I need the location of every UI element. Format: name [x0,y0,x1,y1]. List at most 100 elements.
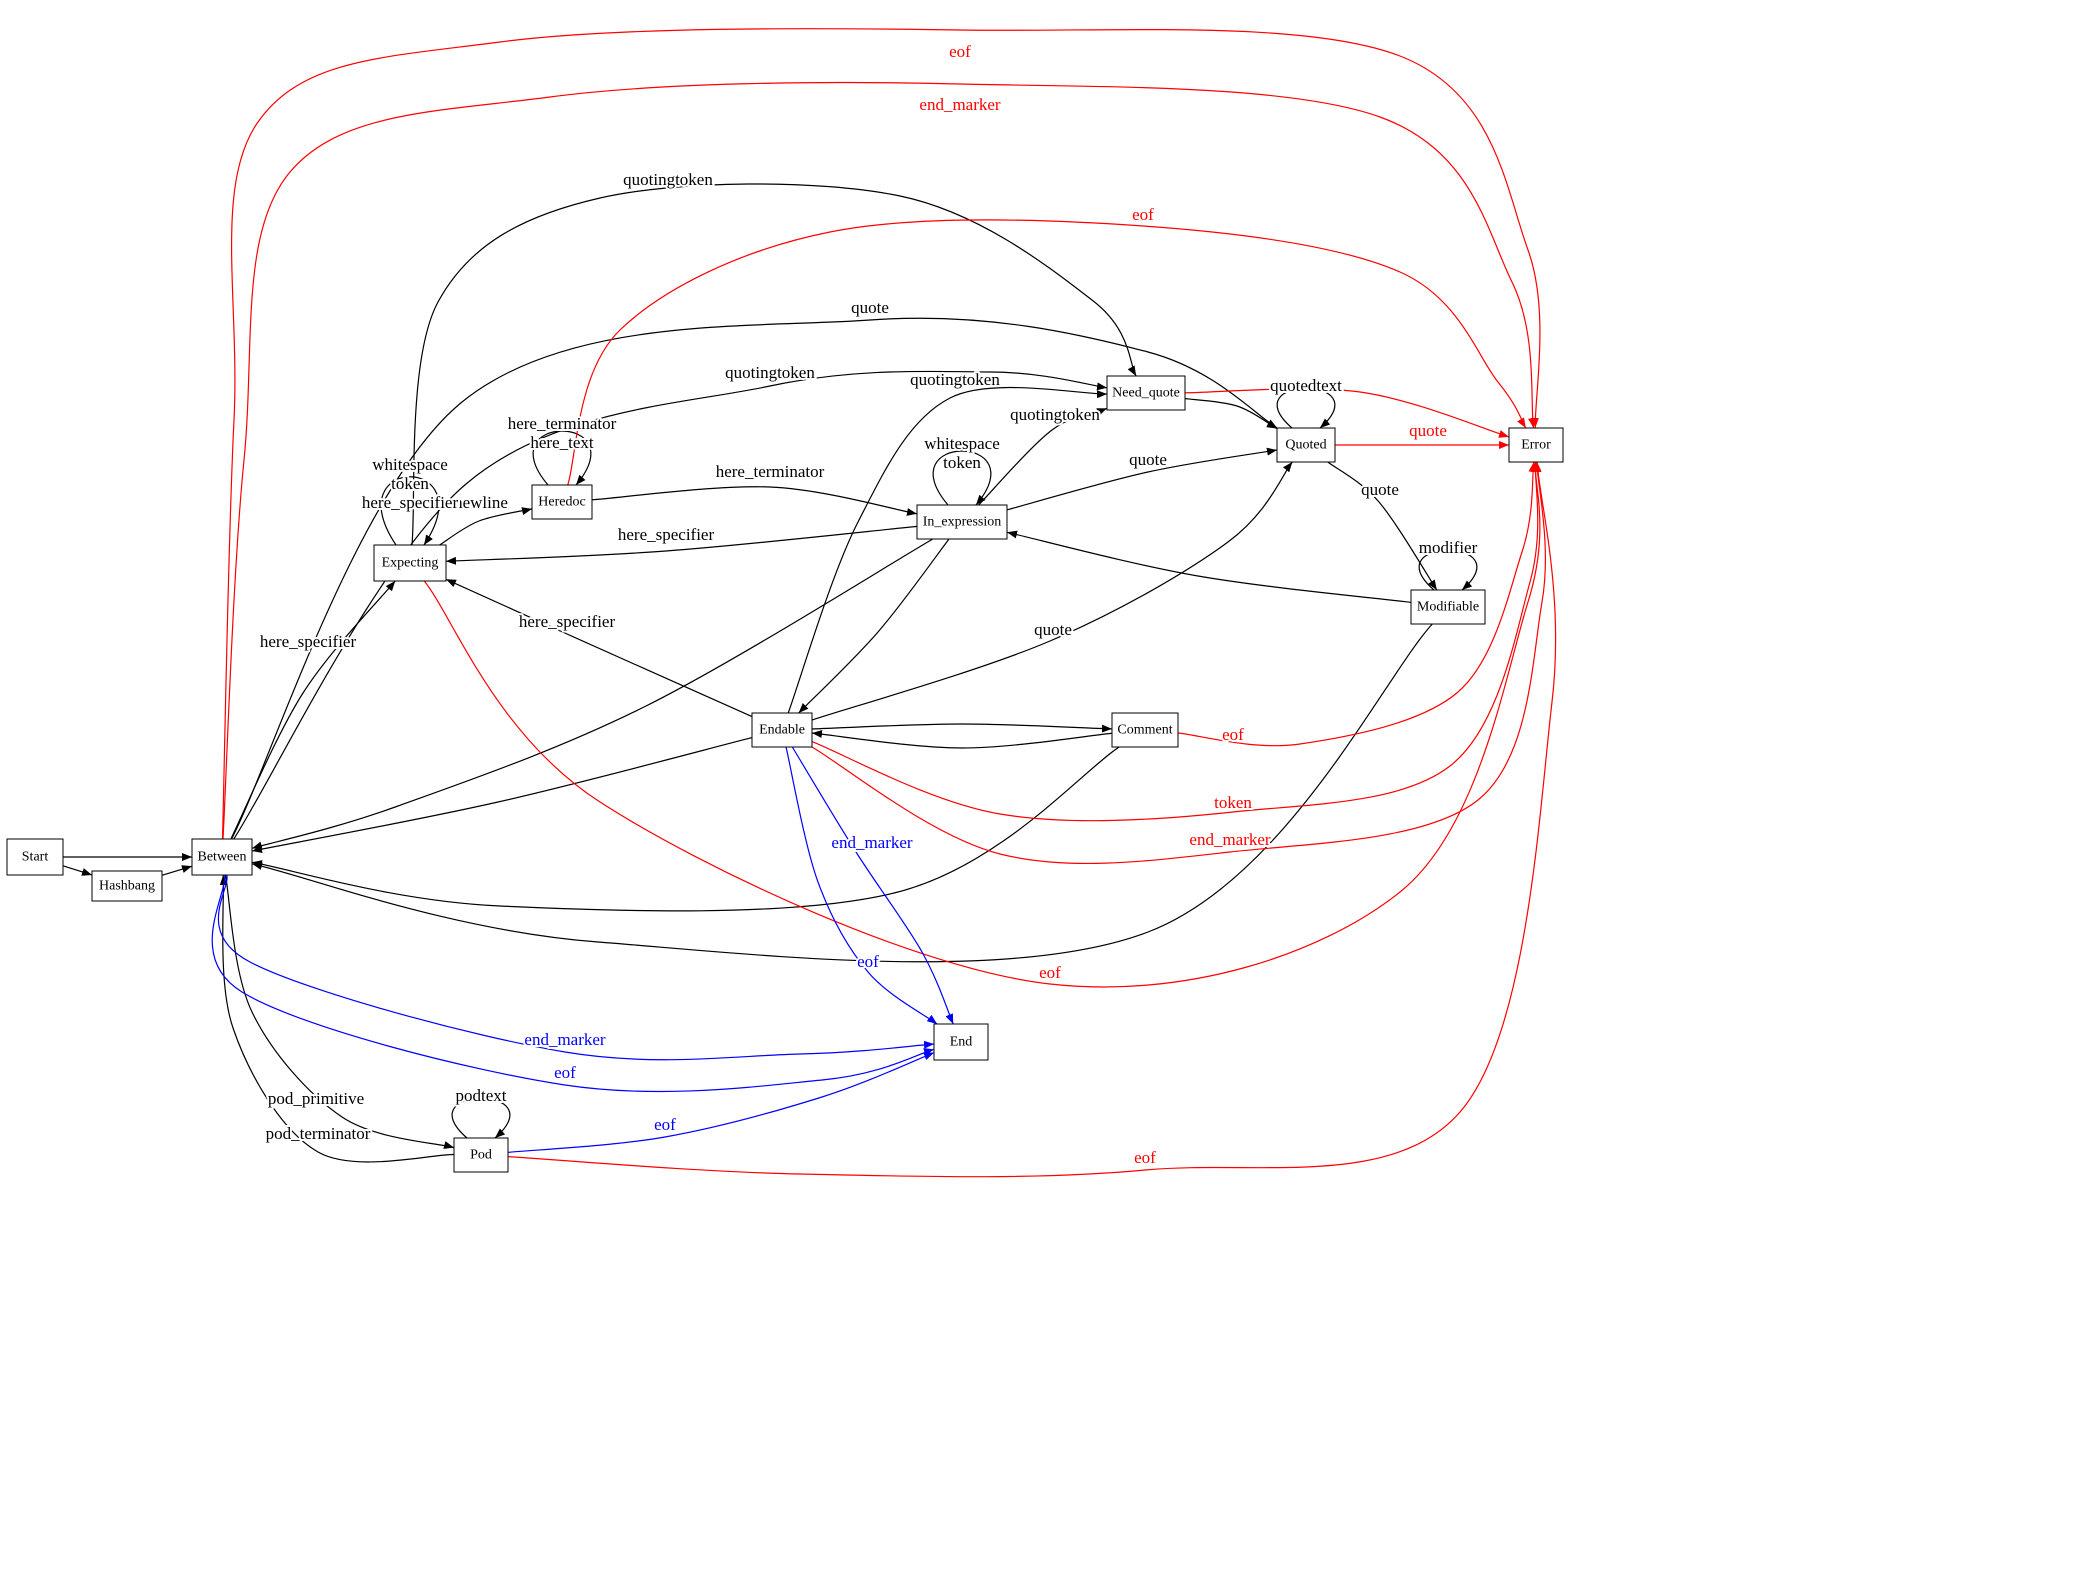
edge-label-In_expression-Quoted-quote: quote [1129,450,1167,469]
edge-label-Pod-Error-eof: eof [1134,1148,1156,1167]
node-Need_quote: Need_quote [1106,375,1186,411]
node-box-Pod [453,1137,509,1173]
node-Quoted: Quoted [1276,427,1336,463]
node-label-Endable: Endable [759,723,805,738]
edge-label-Quoted-Error-quote: quote [1409,421,1447,440]
edge-Endable-Error-token [811,461,1539,822]
edge-label-In_expression-self-whitespace: whitespace [924,434,1000,453]
edge-label-Endable-End-end_marker: end_marker [831,833,913,852]
node-Between: Between [191,838,253,876]
edge-Endable-Quoted-quote [811,461,1293,721]
edge-Hashbang-Between [161,865,193,876]
edge-label-Between-Error-eof: eof [949,42,971,61]
edge-label-Expecting-self-token: token [391,474,429,493]
edge-Endable-Need_quote-quotingtoken [787,386,1108,714]
edge-Expecting-self [380,476,440,546]
edge-Endable-End-end_marker [791,746,954,1025]
edge-label-Between-End-eof: eof [554,1063,576,1082]
edge-Comment-Between [251,746,1120,912]
node-label-Pod: Pod [470,1148,492,1163]
edge-label-Expecting-Need_quote-quotingtoken: quotingtoken [623,170,713,189]
edge-Expecting-Need_quote-quotingtoken [411,183,1137,546]
edge-label-Expecting-self-whitespace: whitespace [372,455,448,474]
node-box-Modifiable [1410,589,1486,625]
edges-layer [62,28,1557,1178]
edge-Between-End-end_marker [217,874,935,1061]
node-Comment: Comment [1111,712,1179,748]
edge-label-Heredoc-Error-eof: eof [1132,205,1154,224]
node-Endable: Endable [751,712,813,748]
edge-Expecting-Heredoc-newline [439,507,533,546]
node-label-Between: Between [198,850,247,865]
edge-label-Expecting-Heredoc-newline: newline [454,493,508,512]
edge-label-Endable-Expecting-here_specifier: here_specifier [519,612,616,631]
node-Expecting: Expecting [373,544,447,582]
node-label-In_expression: In_expression [923,515,1002,530]
edge-label-Heredoc-self-here_text: here_text [530,433,594,452]
node-label-Quoted: Quoted [1285,438,1326,453]
edge-Pod-self [451,1097,511,1139]
edge-label-Between-Error-end_marker: end_marker [919,95,1001,114]
node-Error: Error [1508,427,1564,463]
node-In_expression: In_expression [916,504,1008,540]
edge-Endable-Expecting-here_specifier [445,578,753,718]
edge-Between-End-eof [211,874,935,1093]
node-box-Between [191,838,253,876]
edge-Endable-End-eof [785,746,938,1025]
node-box-Hashbang [91,870,163,902]
edge-Start-Hashbang [62,865,93,876]
edge-Modifiable-self [1418,549,1478,591]
edge-Expecting-Error-eof [423,461,1541,988]
edge-label-Heredoc-In_expression-here_terminator: here_terminator [716,462,825,481]
edge-label-Comment-Error-eof: eof [1222,725,1244,744]
edge-label-Modifiable-self-modifier: modifier [1419,538,1478,557]
node-label-End: End [950,1035,973,1050]
edge-Endable-Comment [811,723,1113,733]
node-box-Expecting [373,544,447,582]
edge-Pod-Between-pod_terminator [219,874,455,1163]
edge-In_expression-Quoted-quote [1006,447,1278,511]
edge-Between-Pod-pod_primitive [224,874,455,1149]
edge-Heredoc-Error-eof [567,219,1527,486]
edge-label-Expecting-self-here_specifier: here_specifier [362,493,459,512]
node-label-Comment: Comment [1117,723,1172,738]
edge-label-Between-Quoted-quote: quote [851,298,889,317]
edge-Comment-Error-eof [1177,461,1537,747]
edge-Modifiable-Between [251,623,1433,963]
edge-label-In_expression-Expecting-here_specifier: here_specifier [618,525,715,544]
edge-label-Pod-End-eof: eof [654,1115,676,1134]
node-label-Expecting: Expecting [382,556,439,571]
node-box-Quoted [1276,427,1336,463]
edge-label-Endable-End-eof: eof [857,952,879,971]
node-box-Comment [1111,712,1179,748]
edge-Between-Quoted-quote [230,317,1278,840]
node-Modifiable: Modifiable [1410,589,1486,625]
edge-In_expression-Need_quote-quotingtoken [978,407,1108,506]
node-box-In_expression [916,504,1008,540]
edge-In_expression-Endable [798,538,950,714]
edge-label-Between-Expecting-here_specifier: here_specifier [260,632,357,651]
edge-Pod-End-eof [507,1052,935,1153]
node-Start: Start [6,838,64,876]
edge-In_expression-Expecting-here_specifier [445,525,918,565]
node-label-Need_quote: Need_quote [1112,386,1180,401]
edge-Need_quote-Error [1184,388,1510,438]
edge-Heredoc-self [532,430,592,486]
node-box-Error [1508,427,1564,463]
node-Hashbang: Hashbang [91,870,163,902]
node-box-Heredoc [531,484,593,520]
edge-Endable-Between [251,737,753,853]
edge-Comment-Endable [811,730,1113,749]
edge-Between-Error-eof [221,28,1541,840]
edge-label-Expecting-Error-eof: eof [1039,963,1061,982]
node-label-Heredoc: Heredoc [538,495,585,510]
edge-label-Endable-Error-token: token [1214,793,1252,812]
edge-Between-Error-end_marker [222,81,1537,840]
edge-label-In_expression-self-token: token [943,453,981,472]
node-Pod: Pod [453,1137,509,1173]
edge-label-Pod-self-podtext: podtext [456,1086,507,1105]
edge-label-Between-Pod-pod_primitive: pod_primitive [268,1089,364,1108]
